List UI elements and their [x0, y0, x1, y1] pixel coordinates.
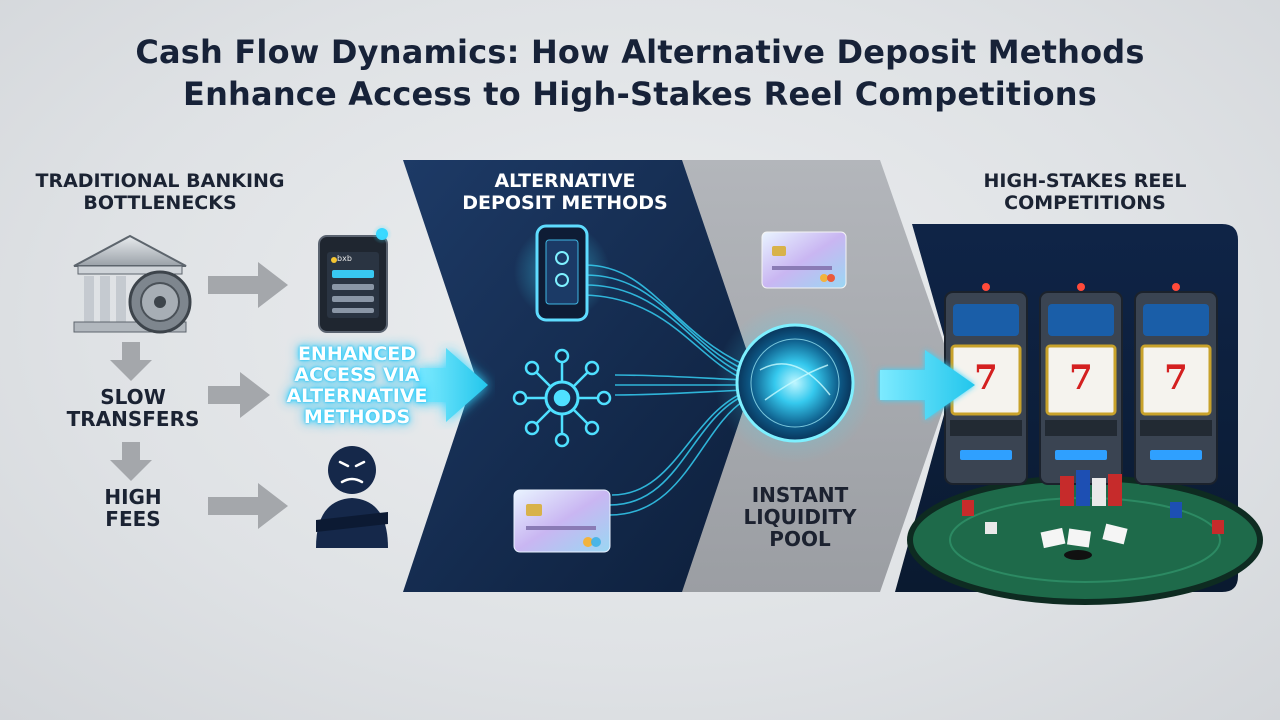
label-line: TRANSFERS [66, 407, 200, 431]
heading-line: TRADITIONAL BANKING [35, 170, 285, 192]
instant-liquidity-label: INSTANT LIQUIDITY POOL [720, 484, 880, 550]
flow-arrows-left [110, 262, 288, 529]
mobile-payment-phone-icon [514, 224, 610, 322]
label-line: FEES [105, 507, 161, 531]
high-stakes-heading: HIGH-STAKES REEL COMPETITIONS [950, 170, 1220, 214]
label-line: POOL [769, 527, 831, 551]
access-arrow [880, 350, 975, 420]
label-line: HIGH [104, 485, 162, 509]
reel-symbol: 7 [1069, 358, 1093, 398]
network-node-icon [512, 348, 612, 448]
alternative-deposit-heading: ALTERNATIVE DEPOSIT METHODS [455, 170, 675, 214]
frown-face [338, 460, 366, 484]
phone-brand-label: bxb [337, 254, 352, 263]
heading-line: HIGH-STAKES REEL [983, 170, 1187, 192]
playing-card [1066, 528, 1092, 548]
label-line: SLOW [100, 385, 166, 409]
traditional-banking-heading: TRADITIONAL BANKING BOTTLENECKS [20, 170, 300, 214]
label-line: ACCESS VIA [294, 364, 420, 386]
deposit-methods-panel [403, 160, 755, 592]
title-line-1: Cash Flow Dynamics: How Alternative Depo… [135, 33, 1145, 71]
slow-transfers-label: SLOW TRANSFERS [48, 386, 218, 430]
slot-machine [1039, 283, 1123, 485]
casino-panel [895, 224, 1263, 605]
frustrated-user-icon [316, 446, 388, 548]
heading-line: COMPETITIONS [1004, 192, 1166, 214]
credit-card-icon [761, 231, 847, 289]
label-line: METHODS [303, 406, 411, 428]
playing-card [1102, 523, 1128, 545]
liquidity-pool-orb [715, 303, 875, 463]
heading-line: ALTERNATIVE [494, 170, 636, 192]
enhanced-access-arrow [420, 348, 488, 422]
dealer-button [1064, 550, 1092, 560]
credit-card-icon [513, 489, 611, 553]
slot-machine [944, 283, 1028, 485]
label-line: ALTERNATIVE [286, 385, 428, 407]
label-line: LIQUIDITY [743, 505, 857, 529]
slot-machine [1134, 283, 1218, 485]
title-line-2: Enhance Access to High-Stakes Reel Compe… [183, 75, 1097, 113]
enhanced-access-label: ENHANCED ACCESS VIA ALTERNATIVE METHODS [272, 344, 442, 428]
bank-vault-icon [73, 234, 192, 334]
playing-card [1040, 527, 1066, 549]
high-fees-label: HIGH FEES [48, 486, 218, 530]
heading-line: BOTTLENECKS [83, 192, 237, 214]
banking-app-phone-icon [318, 224, 392, 333]
poker-chips [962, 470, 1224, 534]
label-line: INSTANT [751, 483, 849, 507]
label-line: ENHANCED [297, 343, 417, 365]
reel-symbol: 7 [974, 358, 998, 398]
heading-line: DEPOSIT METHODS [462, 192, 668, 214]
reel-symbol: 7 [1164, 358, 1188, 398]
